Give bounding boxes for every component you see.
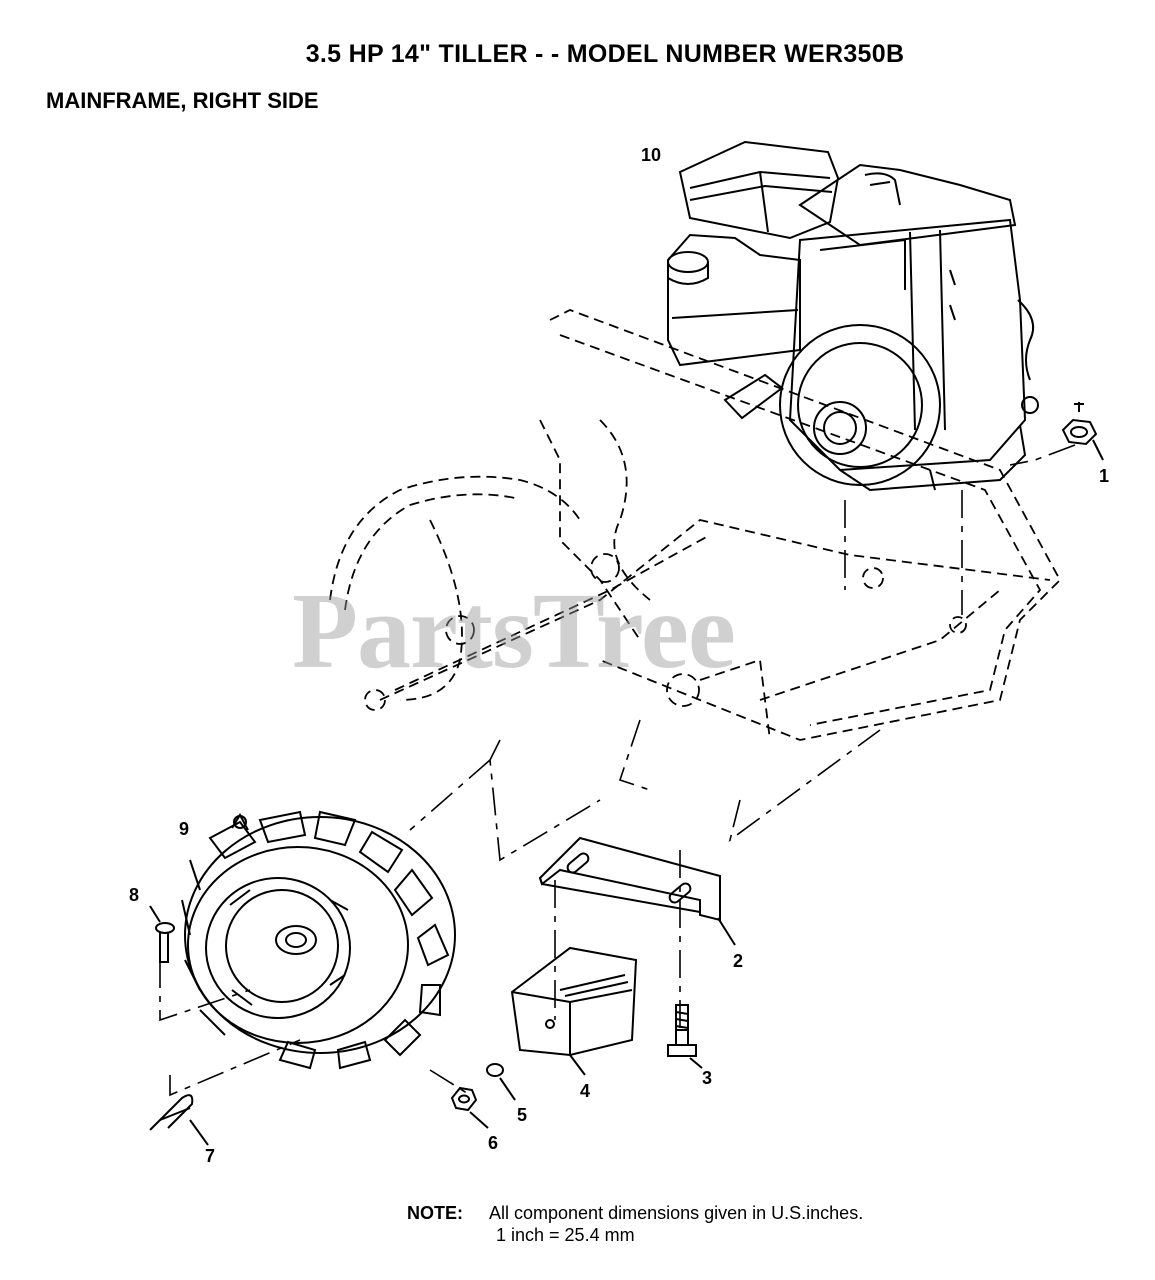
hairpin-clip-part-7[interactable] [149, 1094, 209, 1146]
callout-8: 8 [129, 885, 139, 905]
callout-1: 1 [1099, 466, 1109, 486]
dimension-note: NOTE: All component dimensions given in U… [407, 1202, 863, 1246]
note-label: NOTE: [407, 1203, 463, 1223]
callout-5: 5 [517, 1105, 527, 1125]
callout-7: 7 [205, 1146, 215, 1166]
callout-2: 2 [733, 951, 743, 971]
section-subtitle: MAINFRAME, RIGHT SIDE [46, 88, 319, 113]
wheel-tire-part-9[interactable] [181, 810, 456, 1070]
mainframe-outline [329, 309, 1062, 741]
note-line-2: 1 inch = 25.4 mm [496, 1225, 635, 1245]
lock-washer-part-5[interactable] [486, 1063, 516, 1101]
engine-part-10[interactable] [667, 140, 1039, 492]
callout-4: 4 [580, 1081, 590, 1101]
callout-10: 10 [641, 145, 661, 165]
note-line-1: All component dimensions given in U.S.in… [489, 1203, 864, 1223]
callout-6: 6 [488, 1133, 498, 1153]
callout-3: 3 [702, 1068, 712, 1088]
weight-block-part-4[interactable] [510, 946, 638, 1076]
diagram-title: 3.5 HP 14" TILLER - - MODEL NUMBER WER35… [305, 40, 905, 68]
hex-nut-part-1[interactable] [1061, 402, 1104, 461]
clevis-pin-part-8[interactable] [149, 905, 175, 963]
callout-9: 9 [179, 819, 189, 839]
nut-part-6[interactable] [450, 1086, 489, 1129]
bolt-part-3[interactable] [667, 1004, 703, 1069]
alignment-lines [159, 444, 1076, 1097]
partstree-watermark: PartsTree [292, 572, 736, 691]
bracket-part-2[interactable] [538, 836, 736, 946]
